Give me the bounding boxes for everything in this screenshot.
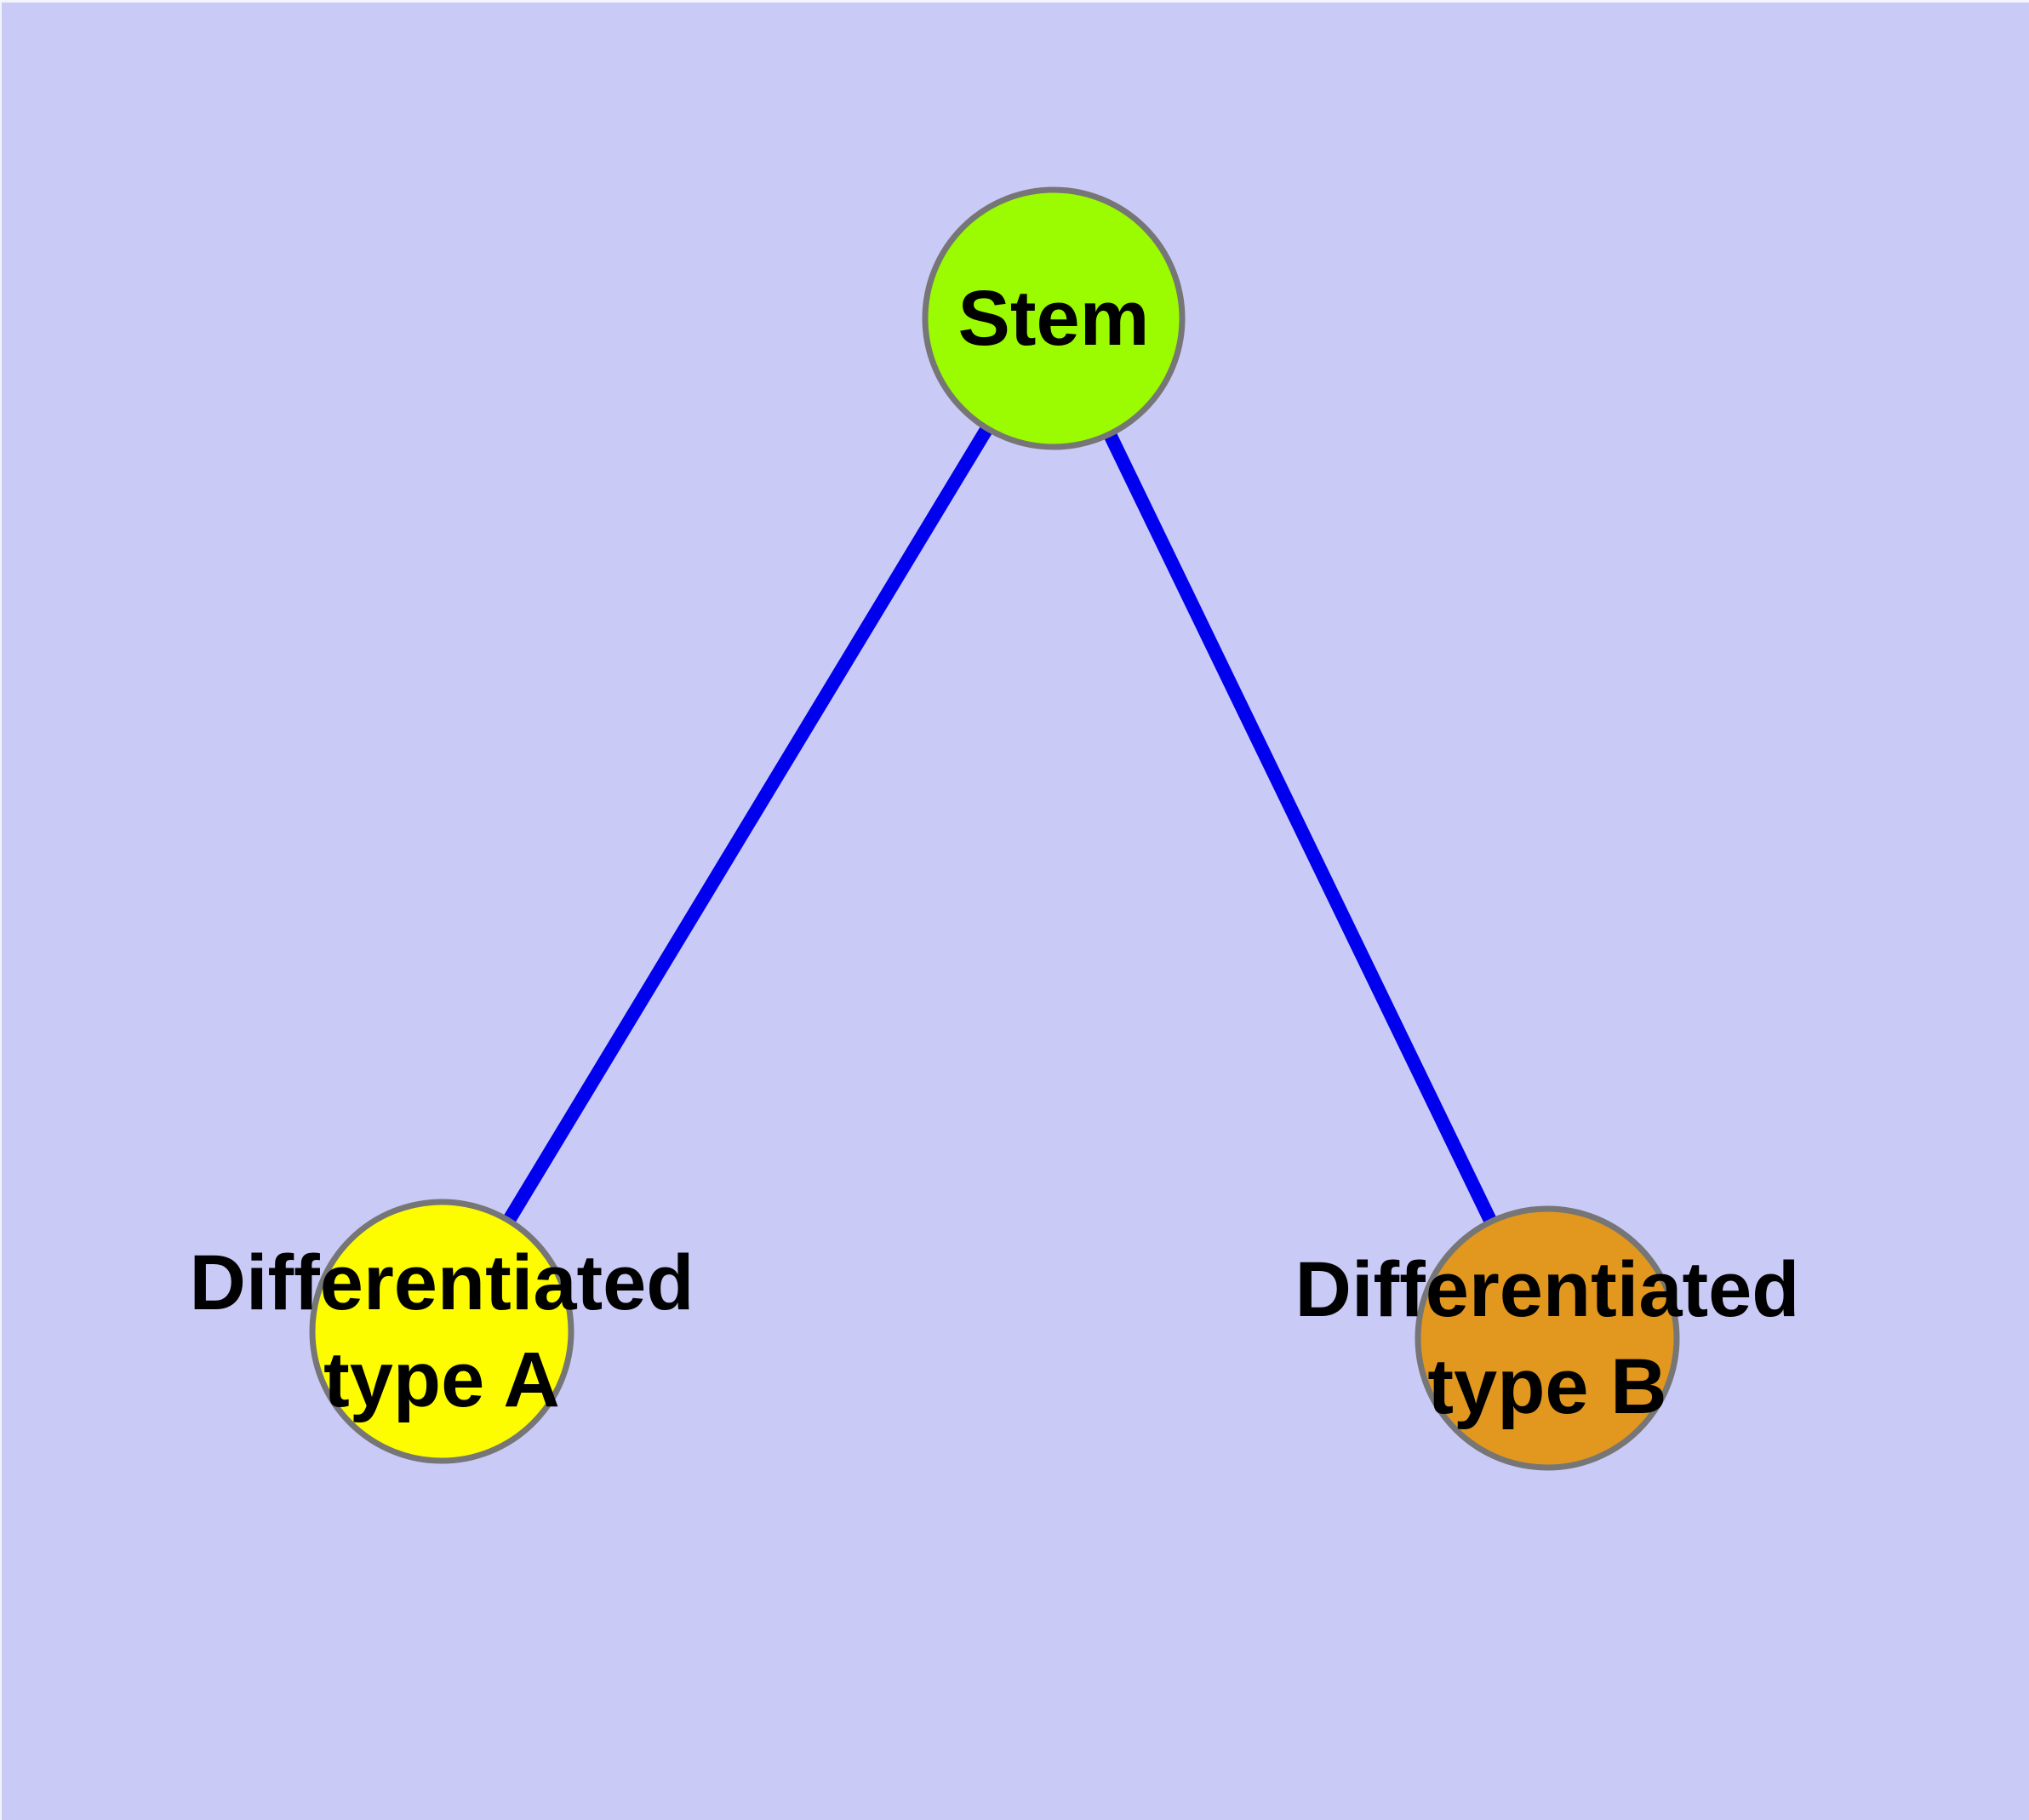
- node-circle-stem: [922, 186, 1186, 450]
- node-type-b: Differentiated type B: [1295, 1205, 1800, 1471]
- node-label-type-a-line-1: type A: [323, 1336, 560, 1423]
- node-circle-type-b: [1415, 1205, 1680, 1471]
- node-label-stem-line-0: Stem: [958, 275, 1150, 362]
- edge-stem-type-a: [436, 314, 1060, 1336]
- node-stem: Stem: [922, 186, 1186, 450]
- node-label-type-a-line-0: Differentiated: [190, 1239, 694, 1326]
- node-label-type-b-line-0: Differentiated: [1295, 1246, 1800, 1333]
- node-label-type-b-line-1: type B: [1427, 1343, 1666, 1430]
- node-circle-type-a: [309, 1199, 574, 1464]
- edge-layer: [436, 314, 1554, 1342]
- node-type-a: Differentiated type A: [190, 1199, 694, 1464]
- edge-stem-type-b: [1047, 315, 1554, 1342]
